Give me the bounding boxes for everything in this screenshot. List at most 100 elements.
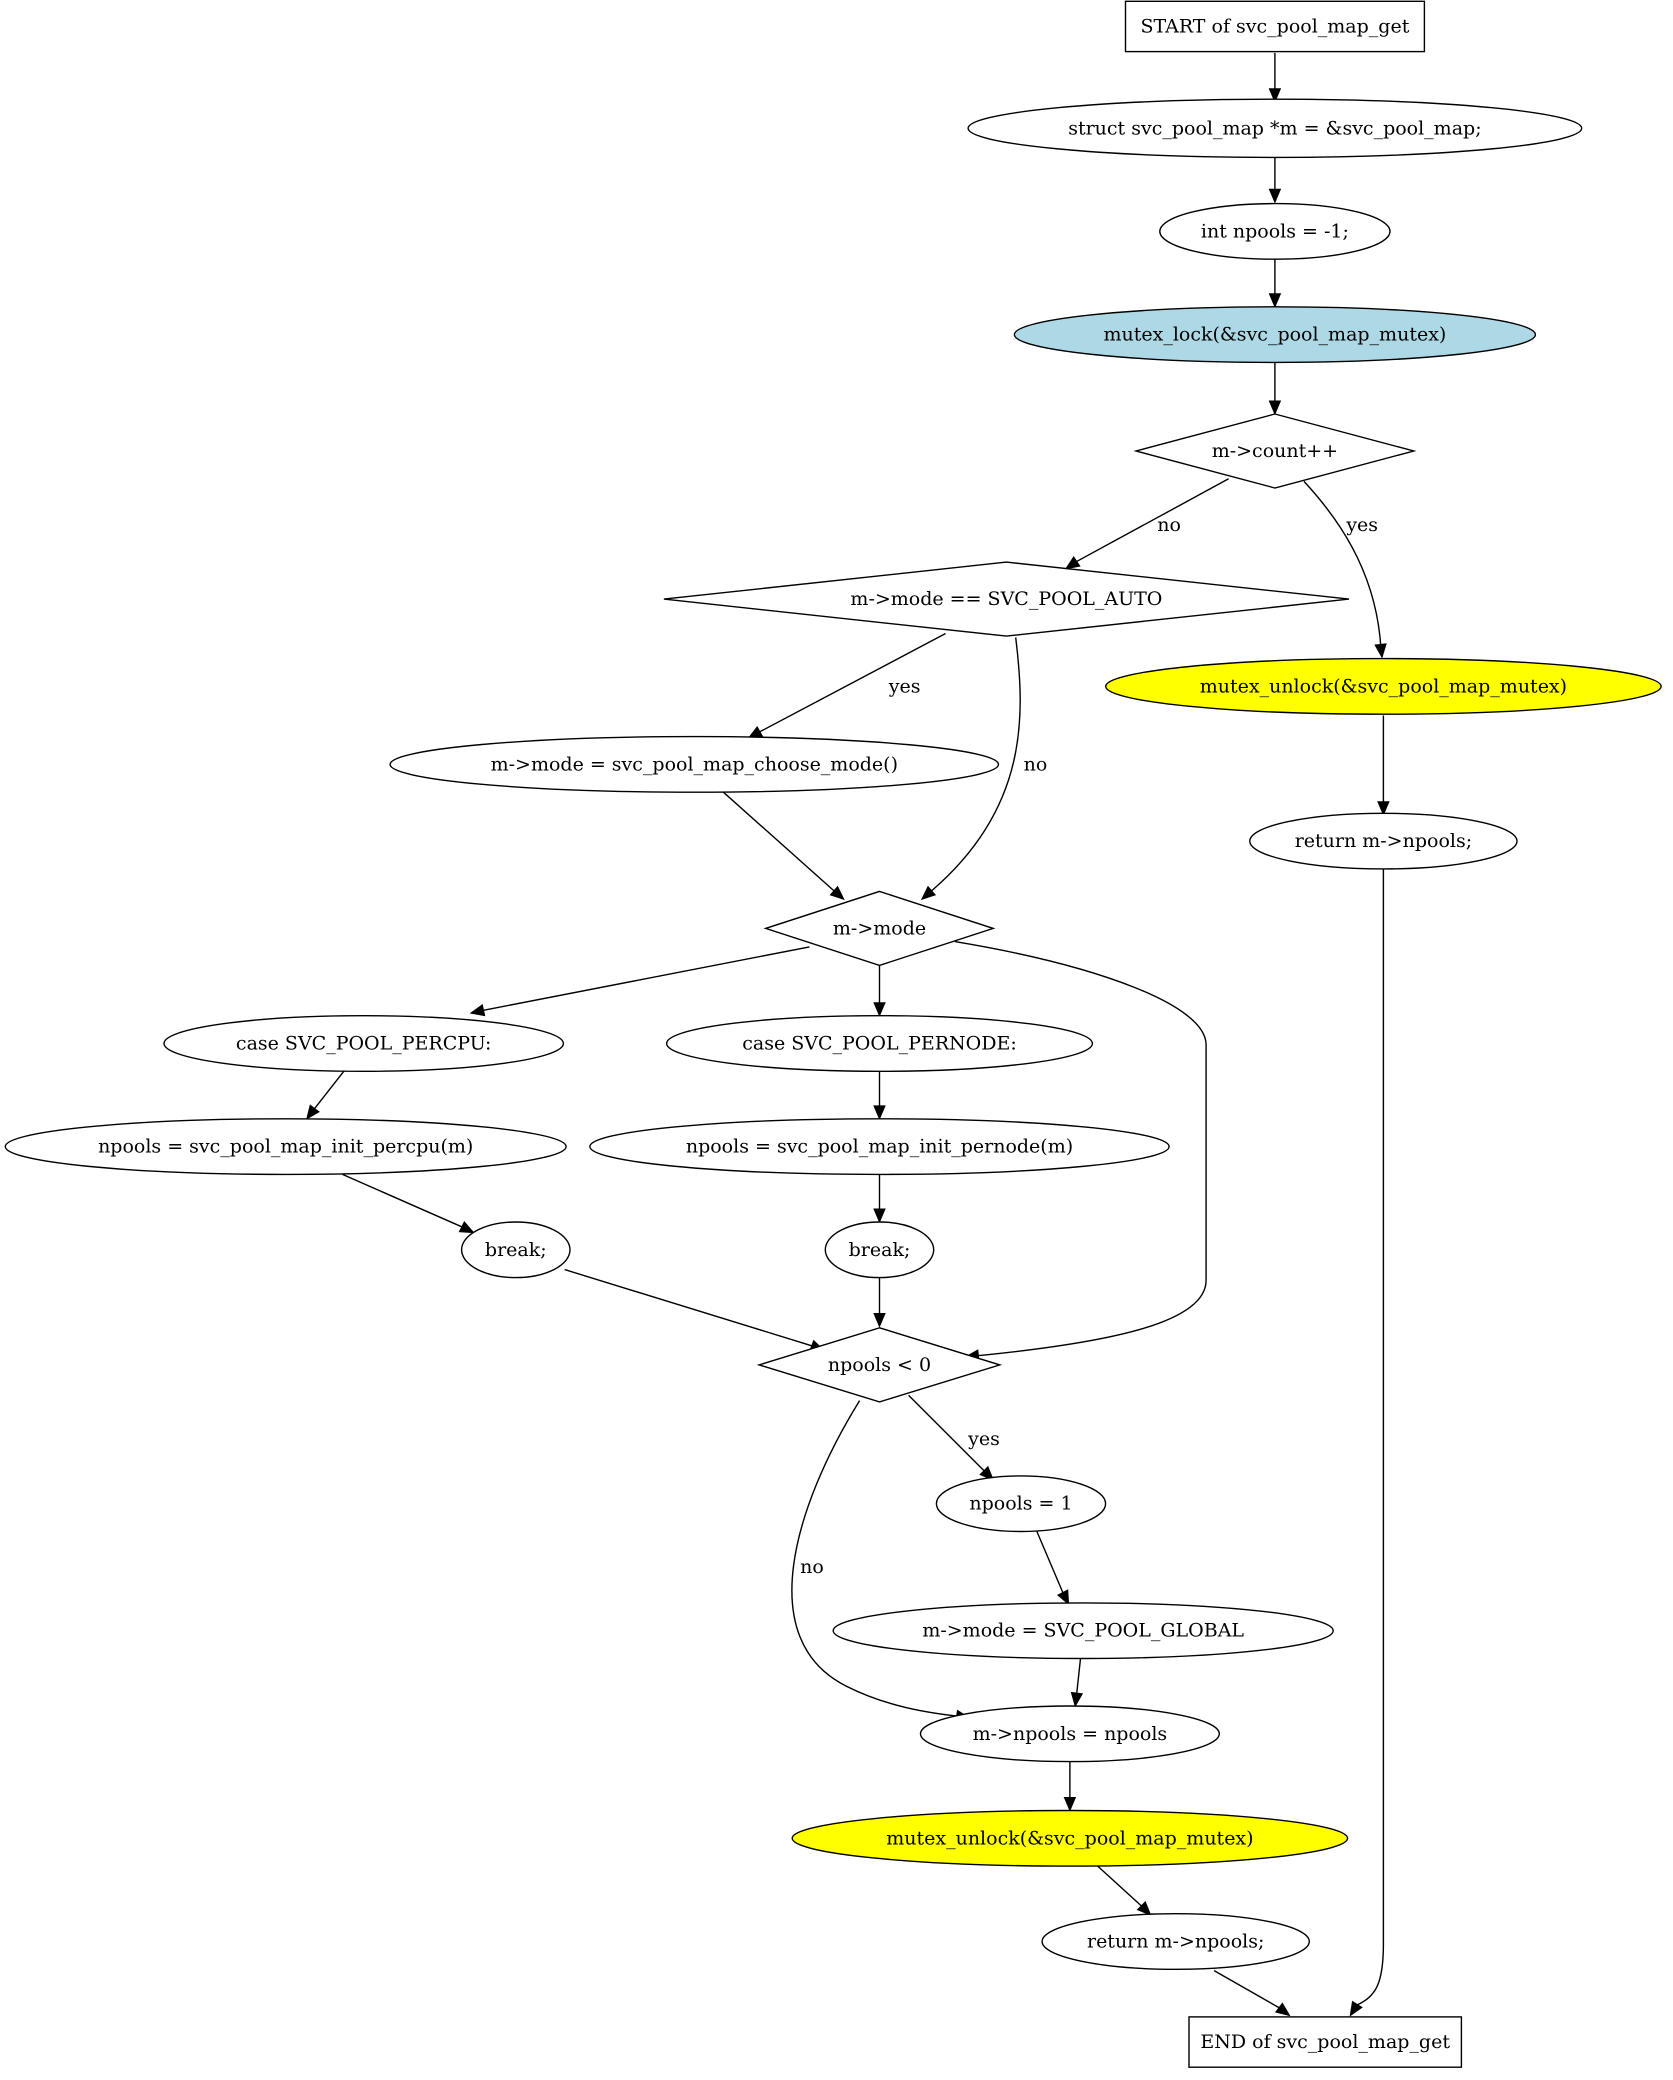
arrowhead: [829, 885, 845, 901]
node-decl-npools: int npools = -1;: [1159, 202, 1391, 260]
node-case-pernode: case SVC_POOL_PERNODE:: [665, 1015, 1094, 1073]
arrowhead: [873, 1105, 886, 1121]
node-label: m->npools = npools: [973, 1723, 1168, 1745]
edge-decl_npools-to-lock: [1268, 259, 1282, 309]
arrowhead: [1268, 400, 1282, 416]
node-mode-global: m->mode = SVC_POOL_GLOBAL: [832, 1602, 1334, 1660]
node-ellipse: [791, 1809, 1349, 1867]
node-case-percpu: case SVC_POOL_PERCPU:: [163, 1015, 565, 1073]
edge-mode_switch-to-case_pernode: [873, 965, 886, 1017]
node-label: END of svc_pool_map_get: [1200, 2031, 1450, 2053]
node-label: m->mode: [833, 917, 926, 939]
node-label: m->count++: [1212, 440, 1338, 462]
edge-choose_mode-to-mode_switch: [722, 791, 845, 901]
node-assign-npools: m->npools = npools: [919, 1705, 1220, 1763]
node-box: [1124, 0, 1426, 53]
node-ellipse: [824, 1221, 935, 1279]
node-label: npools = svc_pool_map_init_percpu(m): [98, 1136, 473, 1158]
node-label: mutex_unlock(&svc_pool_map_mutex): [1200, 675, 1567, 697]
edge-return_early-to-end: [1349, 868, 1385, 2017]
node-ellipse: [935, 1475, 1107, 1533]
arrowhead: [458, 1221, 475, 1234]
edge-count_check-to-unlock_early: [1303, 480, 1387, 659]
edge-count_check-to-mode_auto_check: [1064, 478, 1229, 570]
node-label: m->mode == SVC_POOL_AUTO: [850, 588, 1162, 610]
edge-case_percpu-to-init_percpu: [306, 1070, 345, 1120]
node-init-pernode: npools = svc_pool_map_init_pernode(m): [589, 1118, 1170, 1176]
node-label: mutex_lock(&svc_pool_map_mutex): [1103, 324, 1446, 346]
edge-return_final-to-end: [1213, 1969, 1291, 2017]
node-label: return m->npools;: [1295, 830, 1472, 852]
node-ellipse: [4, 1118, 567, 1176]
edge-unlock_final-to-return_final: [1097, 1865, 1152, 1916]
node-ellipse: [1159, 202, 1391, 260]
node-unlock-final: mutex_unlock(&svc_pool_map_mutex): [791, 1809, 1349, 1867]
node-ellipse: [1013, 306, 1537, 364]
node-ellipse: [389, 735, 1000, 793]
edge-start-to-decl_m: [1268, 52, 1282, 104]
node-ellipse: [1249, 812, 1518, 870]
node-box: [1188, 2016, 1463, 2068]
node-init-percpu: npools = svc_pool_map_init_percpu(m): [4, 1118, 567, 1176]
node-npools-one: npools = 1: [935, 1475, 1107, 1533]
node-label: mutex_unlock(&svc_pool_map_mutex): [886, 1827, 1253, 1849]
edge-label-no: no: [1024, 753, 1048, 775]
node-ellipse: [919, 1705, 1220, 1763]
edge-npools_check-to-npools_one: [908, 1394, 995, 1481]
node-count-check: m->count++: [1133, 413, 1417, 489]
node-diamond: [756, 1327, 1003, 1403]
edge-unlock_early-to-return_early: [1377, 715, 1390, 816]
edge-decl_m-to-decl_npools: [1268, 157, 1282, 204]
arrowhead: [979, 1465, 995, 1481]
node-label: npools = 1: [969, 1493, 1072, 1515]
arrowhead: [1057, 1589, 1070, 1606]
arrowhead: [469, 1004, 486, 1017]
arrowhead: [873, 1208, 886, 1224]
edge-mode_switch-to-case_percpu: [469, 946, 810, 1017]
node-label: START of svc_pool_map_get: [1140, 16, 1409, 38]
node-diamond: [1133, 413, 1417, 489]
node-unlock-early: mutex_unlock(&svc_pool_map_mutex): [1104, 657, 1662, 715]
edge-label-yes: yes: [1345, 514, 1378, 536]
edge-init_percpu-to-break_percpu: [342, 1173, 475, 1234]
node-ellipse: [665, 1015, 1094, 1073]
node-end: END of svc_pool_map_get: [1188, 2016, 1463, 2068]
node-decl-m: struct svc_pool_map *m = &svc_pool_map;: [967, 98, 1583, 159]
edge-init_pernode-to-break_pernode: [873, 1174, 886, 1224]
arrowhead: [873, 1313, 886, 1328]
edge-lock-to-count_check: [1268, 362, 1282, 416]
node-label: npools = svc_pool_map_init_pernode(m): [686, 1136, 1073, 1158]
node-label: struct svc_pool_map *m = &svc_pool_map;: [1068, 117, 1481, 139]
arrowhead: [873, 1002, 886, 1017]
arrowhead: [1274, 2002, 1291, 2017]
edge-label-no: no: [1157, 514, 1181, 536]
edge-npools_one-to-mode_global: [1036, 1531, 1070, 1606]
node-label: case SVC_POOL_PERCPU:: [236, 1033, 492, 1055]
node-ellipse: [967, 98, 1583, 159]
node-npools-check: npools < 0: [756, 1327, 1003, 1403]
arrowhead: [1268, 88, 1282, 104]
node-mode-switch: m->mode: [763, 890, 996, 967]
arrowhead: [920, 885, 937, 901]
edge-line: [931, 637, 1021, 892]
node-diamond: [663, 561, 1350, 637]
node-lock: mutex_lock(&svc_pool_map_mutex): [1013, 306, 1537, 364]
node-diamond: [763, 890, 996, 967]
arrowhead: [1063, 1797, 1077, 1812]
node-ellipse: [1041, 1912, 1310, 1970]
edge-assign_npools-to-unlock_final: [1063, 1761, 1077, 1812]
edge-case_pernode-to-init_pernode: [873, 1071, 886, 1121]
edge-mode_auto_check-to-mode_switch: [920, 637, 1021, 901]
arrowhead: [1268, 293, 1282, 309]
node-label: m->mode = SVC_POOL_GLOBAL: [922, 1620, 1244, 1642]
node-ellipse: [460, 1221, 571, 1279]
edge-break_pernode-to-npools_check: [873, 1277, 886, 1328]
edge-line: [791, 1400, 962, 1718]
edge-label-yes: yes: [888, 675, 921, 697]
node-start: START of svc_pool_map_get: [1124, 0, 1426, 53]
node-label: npools < 0: [828, 1354, 931, 1376]
arrowhead: [1268, 188, 1282, 204]
node-label: return m->npools;: [1087, 1931, 1264, 1953]
node-ellipse: [589, 1118, 1170, 1176]
